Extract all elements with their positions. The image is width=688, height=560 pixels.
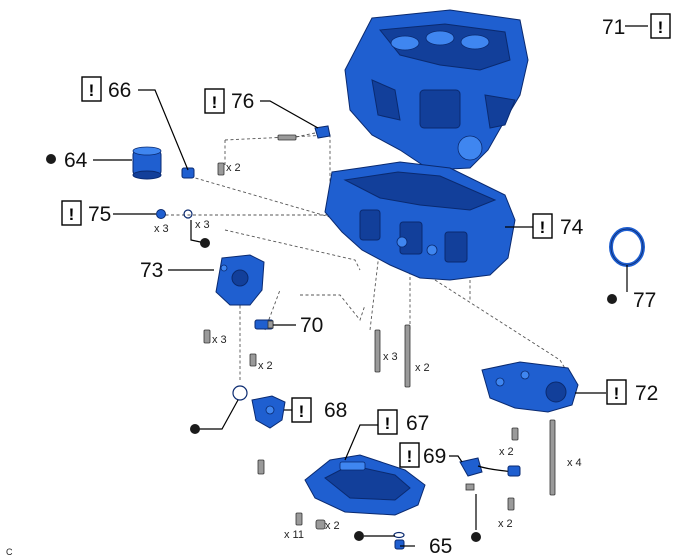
- seal-ring-77: [609, 227, 645, 267]
- callout-72: 72: [635, 382, 658, 405]
- svg-text:!: !: [614, 384, 620, 403]
- warning-icon-68: !: [291, 397, 312, 423]
- callout-77: 77: [633, 289, 656, 312]
- drain-plug-65: [393, 531, 405, 550]
- bolts: [203, 162, 556, 530]
- svg-text:!: !: [385, 414, 391, 433]
- bracket-76: [277, 125, 331, 141]
- callout-71: 71: [602, 16, 625, 39]
- callout-66: 66: [108, 79, 131, 102]
- svg-text:!: !: [540, 218, 546, 237]
- plug-75: [156, 209, 193, 219]
- warning-icon-75: !: [61, 200, 82, 226]
- svg-text:!: !: [89, 81, 95, 100]
- warning-icon-76: !: [204, 88, 225, 114]
- marker-dots: [46, 154, 617, 542]
- oil-pan-67: [304, 454, 426, 516]
- svg-text:!: !: [299, 402, 305, 421]
- callout-64: 64: [64, 149, 88, 172]
- svg-text:!: !: [212, 93, 218, 112]
- callout-65: 65: [429, 535, 452, 558]
- svg-text:!: !: [658, 18, 664, 37]
- timing-cover-72: [481, 361, 579, 413]
- qty-label: x 3: [212, 334, 227, 346]
- bracket-68: [232, 385, 286, 429]
- oil-pump-73: [215, 254, 265, 306]
- callout-75: 75: [88, 203, 111, 226]
- qty-label: x 2: [415, 362, 430, 374]
- qty-label: x 2: [325, 520, 340, 532]
- callout-69: 69: [423, 445, 446, 468]
- qty-label: x 4: [567, 457, 582, 469]
- warning-icon-71: !: [650, 13, 671, 39]
- qty-label: x 3: [383, 351, 398, 363]
- crankcase-74: [324, 161, 516, 281]
- warning-icon-69: !: [399, 442, 420, 468]
- corner-code: C: [6, 547, 13, 557]
- callout-70: 70: [300, 314, 323, 337]
- qty-label: x 11: [284, 529, 304, 541]
- qty-label: x 2: [226, 162, 241, 174]
- qty-label: x 2: [498, 518, 513, 530]
- warning-icon-74: !: [532, 213, 553, 239]
- oil-filter-64: [132, 146, 162, 180]
- warning-icon-72: !: [606, 379, 627, 405]
- callout-67: 67: [406, 412, 429, 435]
- svg-text:!: !: [407, 447, 413, 466]
- callout-68: 68: [324, 399, 347, 422]
- qty-label: x 2: [499, 446, 514, 458]
- svg-text:!: !: [69, 205, 75, 224]
- qty-label: x 3: [195, 219, 210, 231]
- union-bolt-66: [181, 167, 195, 179]
- sensor-70: [254, 319, 274, 330]
- qty-label: x 3: [154, 223, 169, 235]
- warning-icon-67: !: [377, 409, 398, 435]
- cylinder-block-71: [344, 9, 529, 171]
- callout-73: 73: [140, 259, 163, 282]
- callout-74: 74: [560, 216, 584, 239]
- qty-label: x 2: [258, 360, 273, 372]
- callout-76: 76: [231, 90, 254, 113]
- leader-lines: [93, 25, 648, 547]
- sensor-69: [459, 457, 521, 491]
- warning-icon-66: !: [81, 76, 102, 102]
